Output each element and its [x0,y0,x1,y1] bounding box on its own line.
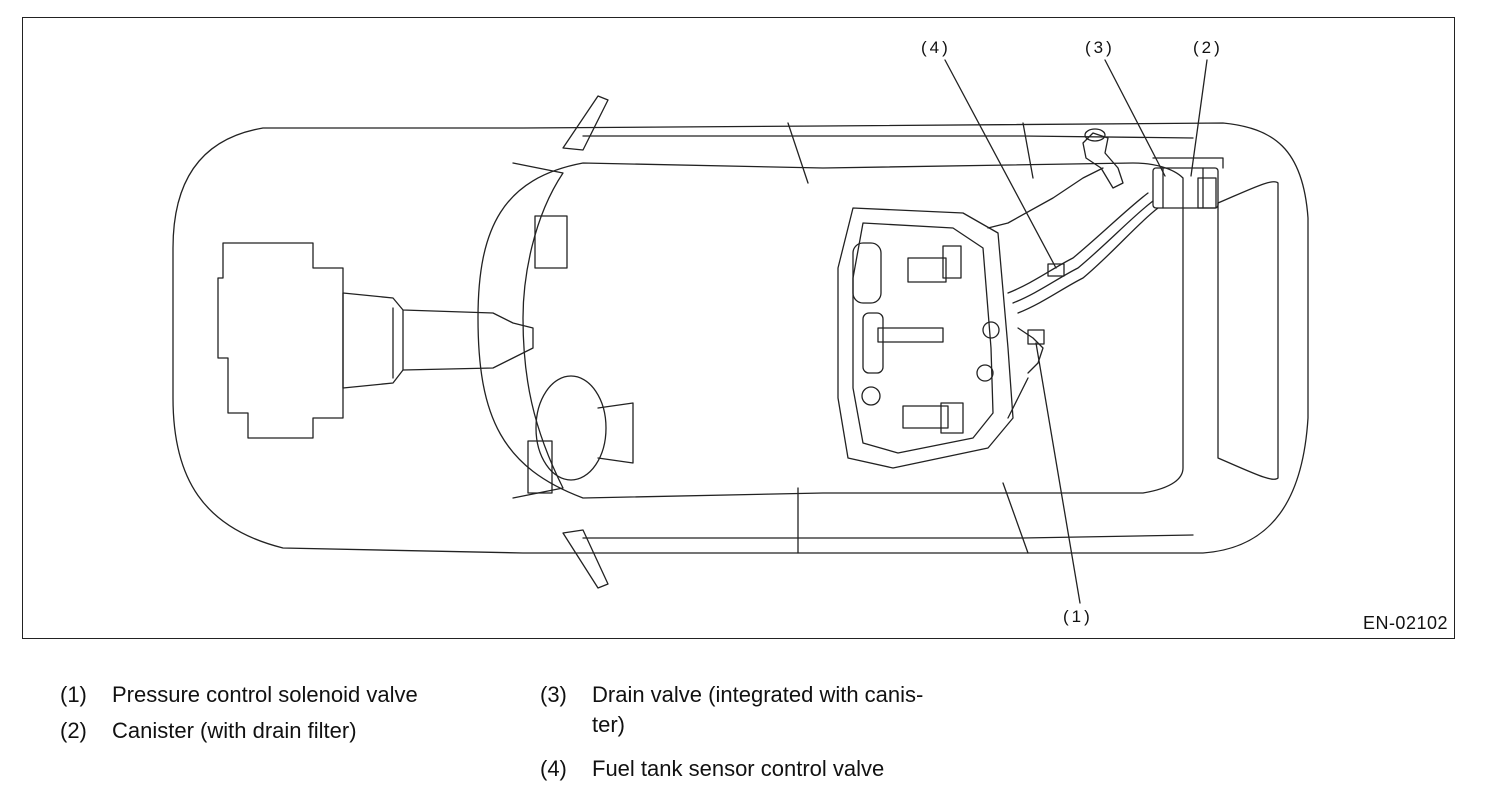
legend-text: Fuel tank sensor control valve [592,756,885,781]
tank-sender-left [862,312,884,374]
legend-item-3: (3) Drain valve (integrated with canis-te… [540,680,923,740]
canister-detail [1152,157,1224,209]
callout-3: (3) [1085,38,1115,57]
door-split-bottom2 [1002,482,1029,554]
evap-pipe-main2 [1012,200,1154,304]
mirror-top [562,95,609,151]
legend-item-4: (4) Fuel tank sensor control valve [540,754,884,784]
tank-pump-left [852,242,882,304]
legend-text: Drain valve (integrated with canis-ter) [592,680,923,740]
legend-text: Pressure control solenoid valve [112,682,418,707]
transmission-flange [392,307,404,379]
door-split-top [787,122,809,184]
legend-item-1: (1) Pressure control solenoid valve [60,680,418,710]
engine-block [217,242,344,439]
door-line-bottom [582,534,1194,539]
tank-fitting-b [940,402,964,434]
legend-text: Canister (with drain filter) [112,718,357,743]
legend-number: (2) [60,718,87,743]
tank-mount-mid [976,364,994,382]
tank-mount-top [982,321,1000,339]
door-line-top [582,135,1194,139]
tank-fitting-a [942,245,962,279]
legend-number: (4) [540,756,567,781]
fuel-tank-sensor-control-valve [1047,263,1065,277]
dash-box-bottom [527,440,553,494]
canister-body [1152,167,1219,209]
evap-pipe-lower [1017,327,1044,374]
legend-item-2: (2) Canister (with drain filter) [60,716,357,746]
figure-frame: (4) (3) (2) (1) EN-02102 [22,17,1455,639]
leader-line-1 [1035,342,1081,604]
vehicle-diagram [172,59,1309,604]
legend-number: (1) [60,682,87,707]
transmission [342,292,534,389]
callout-1: (1) [1063,607,1093,626]
rear-window [1217,181,1279,480]
fuel-tank [837,207,1014,469]
filler-cap [1084,128,1106,142]
filler-pipe [987,167,1104,229]
legend-text-line2: ter) [592,712,625,737]
steering-column [597,402,634,464]
figure-code: EN-02102 [1362,613,1448,633]
steering-wheel [535,375,607,481]
car-body-outline [172,122,1309,554]
dash-box-top [534,215,568,269]
leader-line-3 [1104,59,1166,177]
evap-pipe-lower2 [1007,377,1029,419]
door-split-top2 [1022,122,1034,179]
callout-2: (2) [1193,38,1223,57]
cabin-outline [477,162,1184,499]
filler-neck [1082,132,1124,189]
tank-mount-bottom [861,386,881,406]
windshield [512,162,564,499]
canister-bracket [1197,177,1217,209]
tank-block-mid [877,327,944,343]
mirror-bottom [562,529,609,589]
leader-line-2 [1190,59,1208,177]
evap-pipe-main [1007,192,1149,294]
tank-block-bottom [902,405,949,429]
fuel-tank-inner [852,222,994,454]
evap-pipe-main3 [1017,207,1159,314]
callout-4: (4) [921,38,951,57]
legend-number: (3) [540,682,567,707]
tank-block-top [907,257,947,283]
leader-line-4 [944,59,1057,269]
legend-text-line1: Drain valve (integrated with canis- [592,682,924,707]
